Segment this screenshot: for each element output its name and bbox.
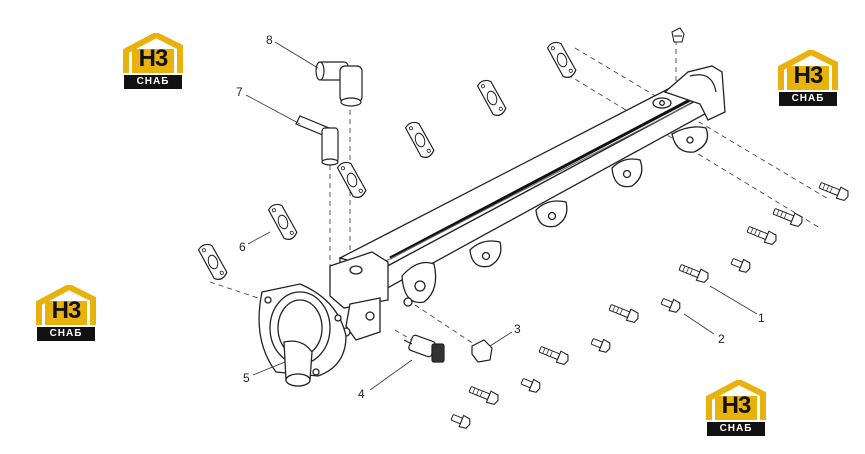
- leader-lines: [245, 41, 758, 391]
- thermostat-housing: [258, 283, 347, 387]
- elbow-tube: [295, 115, 339, 166]
- house-roof-icon: [123, 33, 183, 73]
- temperature-sensor: [403, 334, 445, 363]
- house-roof-icon: [706, 380, 766, 420]
- watermark-logo-top-right: H3 СНАБ: [777, 50, 839, 108]
- logo-mark: H3: [793, 62, 824, 89]
- logo-plate: СНАБ: [124, 75, 182, 89]
- house-roof-icon: [778, 50, 838, 90]
- fuel-rail: [329, 65, 726, 341]
- house-roof-icon: [36, 285, 96, 325]
- callout-2: 2: [718, 332, 725, 346]
- cap-nut: [471, 339, 493, 363]
- watermark-logo-mid-left: H3 СНАБ: [35, 285, 97, 343]
- watermark-logo-top-left: H3 СНАБ: [122, 33, 184, 91]
- logo-plate: СНАБ: [707, 422, 765, 436]
- logo-plate: СНАБ: [779, 92, 837, 106]
- callout-7: 7: [236, 85, 243, 99]
- logo-mark: H3: [51, 297, 82, 324]
- callout-5: 5: [243, 371, 250, 385]
- callout-1: 1: [758, 311, 765, 325]
- callout-6: 6: [239, 240, 246, 254]
- top-nut: [671, 27, 685, 43]
- callout-4: 4: [358, 387, 365, 401]
- logo-mark: H3: [721, 392, 752, 419]
- watermark-logo-bottom-right: H3 СНАБ: [705, 380, 767, 438]
- logo-mark: H3: [138, 45, 169, 72]
- elbow-fitting: [315, 61, 363, 107]
- logo-plate: СНАБ: [37, 327, 95, 341]
- callout-8: 8: [266, 33, 273, 47]
- callout-3: 3: [514, 322, 521, 336]
- alignment-lines: [209, 40, 831, 349]
